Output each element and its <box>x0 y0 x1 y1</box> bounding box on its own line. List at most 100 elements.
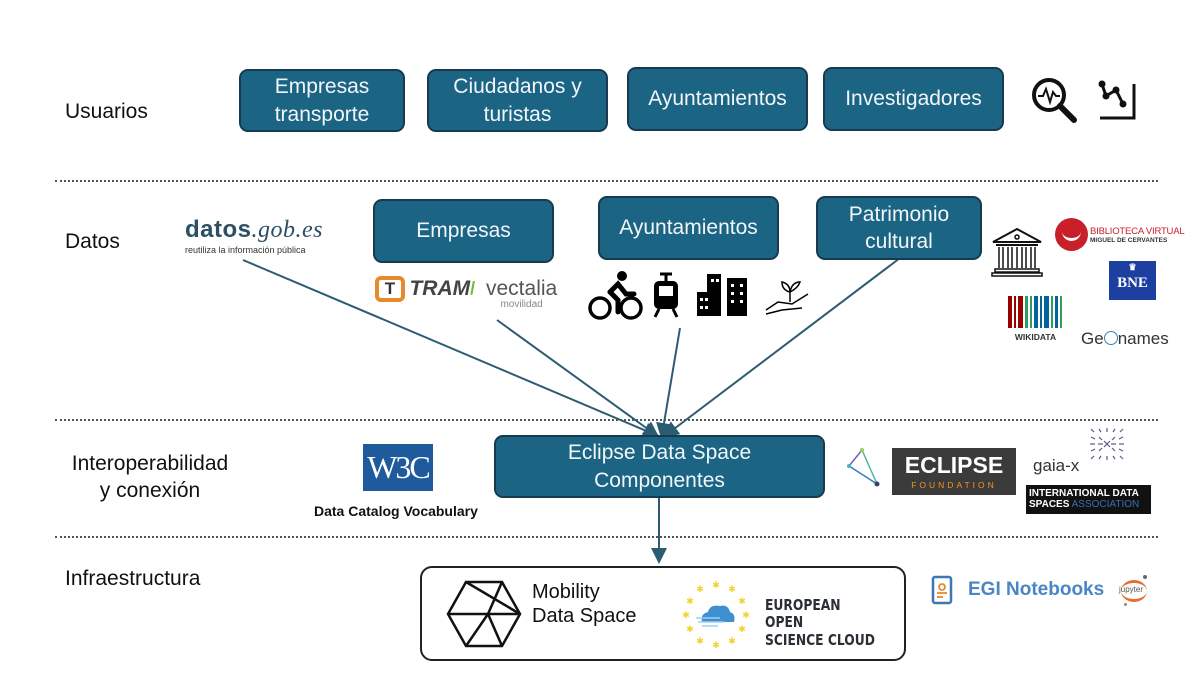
box-label: Patrimonio <box>848 202 950 226</box>
bicycle-icon <box>588 271 643 320</box>
box-label: Ciudadanos y <box>453 75 582 99</box>
tram-text: TRAM <box>409 277 471 300</box>
globe-icon <box>1103 331 1118 345</box>
gaiax-text: gaia-x <box>1033 456 1080 475</box>
box-label: turistas <box>483 102 552 126</box>
vectalia-sub: movilidad <box>500 299 543 310</box>
vectalia-logo: vectalia movilidad <box>486 278 557 310</box>
section-divider <box>55 536 1158 538</box>
datosgob-tagline: reutiliza la información pública <box>185 245 306 255</box>
row-label-line: y conexión <box>99 479 201 503</box>
row-label-line: Interoperabilidad <box>71 452 229 475</box>
arrow-empresas <box>496 319 660 438</box>
buildings-icon <box>697 274 747 316</box>
arrow-datosgob <box>242 259 660 438</box>
svg-text:✱: ✱ <box>712 581 720 591</box>
arrow-ayuntamientos <box>656 327 681 439</box>
box-label: Empresas <box>274 75 370 99</box>
museum-icon <box>991 227 1043 277</box>
infrastructure-box: Mobility Data Space ✱✱✱✱ ✱✱✱✱ ✱✱✱✱ EUROP… <box>420 566 906 661</box>
mds-label: Mobility Data Space <box>532 580 637 628</box>
jupyter-text: jupyter <box>1119 585 1144 594</box>
cervantes-line1: BIBLIOTECA VIRTUAL <box>1090 225 1185 237</box>
tram-icon <box>653 272 679 318</box>
box-label: Investigadores <box>845 87 982 111</box>
box-label: Ayuntamientos <box>619 216 758 240</box>
egi-notebook-icon <box>931 575 953 605</box>
w3c-logo: W3C <box>363 444 433 491</box>
svg-text:✱: ✱ <box>682 611 690 621</box>
wikidata-text: WIKIDATA <box>1014 332 1057 342</box>
usuarios-box-ciudadanos[interactable]: Ciudadanos y turistas <box>427 69 608 132</box>
usuarios-box-ayuntamientos[interactable]: Ayuntamientos <box>627 67 808 131</box>
datosgob-logo: datos.gob.es reutiliza la información pú… <box>185 216 323 255</box>
eosc-stars-cloud-icon: ✱✱✱✱ ✱✱✱✱ ✱✱✱✱ <box>682 581 750 650</box>
svg-text:✱: ✱ <box>696 585 704 595</box>
arrow-patrimonio <box>662 257 901 438</box>
eosc-label: EUROPEAN OPEN SCIENCE CLOUD <box>765 596 879 649</box>
vectalia-text: vectalia <box>486 277 558 300</box>
egi-notebooks-label: EGI Notebooks <box>968 579 1105 600</box>
svg-text:✱: ✱ <box>696 637 704 647</box>
tram-logo: T TRAM/ <box>375 276 475 302</box>
line-chart-icon <box>1098 80 1136 120</box>
jupyter-logo: jupyter <box>1117 574 1151 608</box>
datos-box-patrimonio[interactable]: Patrimonio cultural <box>816 196 982 260</box>
plant-hand-icon <box>765 281 809 315</box>
idsa-logo: INTERNATIONAL DATA SPACES ASSOCIATION <box>1026 485 1151 514</box>
datos-box-empresas[interactable]: Empresas <box>373 199 554 263</box>
section-divider <box>55 180 1158 182</box>
w3c-text: W3C <box>367 449 431 485</box>
svg-text:✱: ✱ <box>728 637 736 647</box>
svg-text:✱: ✱ <box>742 611 750 621</box>
eosc-line: EUROPEAN OPEN <box>765 596 841 632</box>
idsa-line2b: ASSOCIATION <box>1071 499 1140 510</box>
row-label-usuarios: Usuarios <box>65 100 148 123</box>
mds-line: Mobility <box>532 581 600 603</box>
svg-text:✱: ✱ <box>686 625 694 635</box>
bne-text: BNE <box>1117 275 1148 291</box>
svg-text:✱: ✱ <box>738 597 746 607</box>
mobility-data-space-hexagon-icon <box>446 580 522 648</box>
box-label: Empresas <box>416 219 511 243</box>
datosgob-domain: .gob.es <box>251 217 324 243</box>
box-label: Ayuntamientos <box>648 87 787 111</box>
geonames-pre: Ge <box>1081 329 1104 348</box>
idsa-line2a: SPACES <box>1029 499 1070 510</box>
section-divider <box>55 419 1158 421</box>
eosc-line: SCIENCE CLOUD <box>765 630 875 649</box>
wikidata-logo: WIKIDATA <box>1008 296 1063 342</box>
usuarios-box-empresas-transporte[interactable]: Empresas transporte <box>239 69 405 132</box>
data-analysis-magnifier-icon <box>1032 78 1077 123</box>
box-label: cultural <box>865 230 933 253</box>
dataspace-triangle-icon <box>847 448 880 487</box>
row-label-infraestructura: Infraestructura <box>65 567 201 590</box>
svg-text:✱: ✱ <box>686 597 694 607</box>
svg-text:✱: ✱ <box>712 641 720 650</box>
box-label: transporte <box>274 102 370 126</box>
box-label: Eclipse Data Space <box>567 441 752 465</box>
idsa-line1: INTERNATIONAL DATA <box>1029 488 1139 499</box>
eclipse-foundation-logo: ECLIPSE FOUNDATION <box>892 448 1016 495</box>
cervantes-logo: BIBLIOTECA VIRTUAL MIGUEL DE CERVANTES <box>1055 218 1185 251</box>
datosgob-main: datos <box>185 216 252 243</box>
datos-box-ayuntamientos[interactable]: Ayuntamientos <box>598 196 779 260</box>
svg-text:✱: ✱ <box>738 625 746 635</box>
row-label-datos: Datos <box>65 230 120 253</box>
box-label: Componentes <box>594 468 725 492</box>
cervantes-line2: MIGUEL DE CERVANTES <box>1090 236 1168 244</box>
row-label-interoperabilidad: Interoperabilidad y conexión <box>60 450 240 505</box>
geonames-post: names <box>1117 329 1169 348</box>
mds-line: Data Space <box>532 605 637 627</box>
bne-logo: ♛ BNE <box>1109 261 1156 300</box>
svg-text:✱: ✱ <box>728 585 736 595</box>
eclipse-sub: FOUNDATION <box>911 480 997 490</box>
wikidata-barcode-icon <box>1008 296 1062 328</box>
gaiax-pattern-icon <box>1090 428 1124 460</box>
usuarios-box-investigadores[interactable]: Investigadores <box>823 67 1004 131</box>
eclipse-text: ECLIPSE <box>904 452 1004 478</box>
dcat-label: Data Catalog Vocabulary <box>314 503 478 519</box>
